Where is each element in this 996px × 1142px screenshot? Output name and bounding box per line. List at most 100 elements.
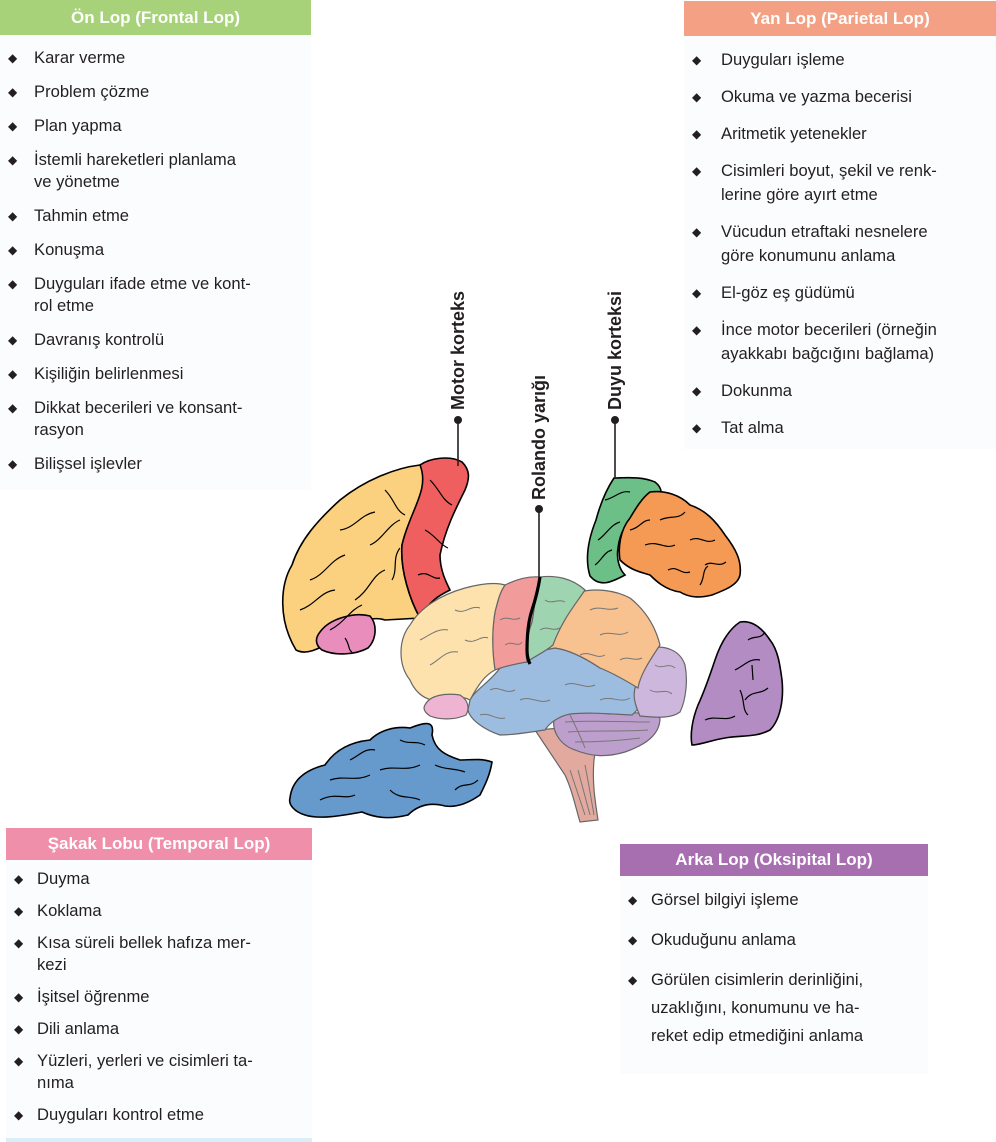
diamond-bullet-icon: ◆: [8, 119, 18, 133]
diamond-bullet-icon: ◆: [692, 384, 702, 398]
list-item-text: lerine göre ayırt etme: [721, 185, 878, 204]
list-item-text: Bilişsel işlevler: [34, 454, 142, 473]
diamond-bullet-icon: ◆: [8, 243, 18, 257]
list-item-text: İstemli hareketleri planlama: [34, 150, 236, 169]
list-item-text: Konuşma: [34, 240, 105, 259]
diamond-bullet-icon: ◆: [14, 904, 24, 918]
list-item-text: Tat alma: [721, 418, 784, 437]
occipital-lobe-box: Arka Lop (Oksipital Lop) ◆ Görsel bilgiyi…: [620, 844, 928, 1074]
list-item-text: nıma: [37, 1073, 74, 1092]
list-item-text: ve yönetme: [34, 172, 120, 191]
list-item: ◆ Duyguları ifade etme ve kont-rol etme: [0, 273, 311, 317]
diamond-bullet-icon: ◆: [8, 333, 18, 347]
list-item: ◆ İşitsel öğrenme: [6, 986, 312, 1008]
detached-occipital-lobe: [690, 620, 784, 746]
list-item-text: Karar verme: [34, 48, 126, 67]
temporal-lobe-box: Şakak Lobu (Temporal Lop) ◆Duyma◆Koklama…: [6, 828, 312, 1142]
diamond-bullet-icon: ◆: [692, 421, 702, 435]
list-item-text: Problem çözme: [34, 82, 150, 101]
diamond-bullet-icon: ◆: [8, 209, 18, 223]
brain-inferior-frontal-region: [423, 693, 469, 720]
list-item: ◆ Koklama: [6, 900, 312, 922]
list-item: ◆Problem çözme: [0, 81, 311, 103]
diamond-bullet-icon: ◆: [8, 153, 18, 167]
diamond-bullet-icon: ◆: [692, 286, 702, 300]
diamond-bullet-icon: ◆: [692, 53, 702, 67]
list-item-text: kezi: [37, 955, 67, 974]
diamond-bullet-icon: ◆: [692, 323, 702, 337]
central-sulcus-dot: [534, 504, 543, 513]
list-item: ◆ Okuduğunu anlama: [620, 926, 928, 954]
sensory-cortex-dot: [610, 415, 619, 424]
list-item-text: Davranış kontrolü: [34, 330, 165, 349]
diamond-bullet-icon: ◆: [8, 457, 18, 471]
central-sulcus-label: Rolando yarığı: [529, 374, 549, 500]
list-item-text: Dikkat becerileri ve konsant-: [34, 398, 243, 417]
list-item-text: reket edip etmediğini anlama: [651, 1026, 864, 1045]
list-item: ◆ Tahmin etme: [0, 205, 311, 227]
list-item: ◆Dokunma: [684, 379, 996, 403]
label-leader-lines: [453, 415, 619, 577]
diamond-bullet-icon: ◆: [14, 872, 24, 886]
diamond-bullet-icon: ◆: [628, 933, 638, 947]
list-item-text: Plan yapma: [34, 116, 122, 135]
temporal-lobe-list: ◆Duyma◆Koklama◆Kısa süreli bellek hafıza…: [6, 860, 312, 1126]
list-item-text: Görülen cisimlerin derinliğini,: [651, 970, 864, 989]
occipital-lobe-list: ◆Görsel bilgiyi işleme◆Okuduğunu anlama◆…: [620, 876, 928, 1050]
diamond-bullet-icon: ◆: [14, 990, 24, 1004]
list-item: ◆ Kişiliğin belirlenmesi: [0, 363, 311, 385]
diamond-bullet-icon: ◆: [8, 401, 18, 415]
parietal-lobe-box: Yan Lop (Parietal Lop) ◆ Duyguları işleme…: [684, 1, 996, 449]
list-item-text: Duyguları işleme: [721, 50, 845, 69]
motor-cortex-label: Motor korteks: [448, 290, 468, 410]
list-item: ◆ El-göz eş güdümü: [684, 281, 996, 305]
list-item-text: Vücudun etraftaki nesnelere: [721, 222, 928, 241]
list-item: ◆ Tat alma: [684, 416, 996, 440]
list-item-text: El-göz eş güdümü: [721, 283, 855, 302]
list-item-text: uzaklığını, konumunu ve ha-: [651, 998, 860, 1017]
list-item-text: Okuduğunu anlama: [651, 930, 796, 949]
list-item: ◆Duyguları kontrol etme: [6, 1104, 312, 1126]
sensory-cortex-label: Duyu korteksi: [605, 290, 625, 410]
detached-frontal-lobe: [281, 457, 470, 655]
list-item-text: Görsel bilgiyi işleme: [651, 890, 799, 909]
list-item-text: Duyguları kontrol etme: [37, 1105, 204, 1124]
list-item: ◆ Okuma ve yazma becerisi: [684, 85, 996, 109]
whole-brain: [400, 575, 687, 823]
diamond-bullet-icon: ◆: [692, 90, 702, 104]
list-item: ◆ Duyguları işleme: [684, 48, 996, 72]
diamond-bullet-icon: ◆: [8, 277, 18, 291]
list-item-text: İşitsel öğrenme: [37, 987, 150, 1006]
frontal-inferior-region: [315, 614, 376, 655]
list-item: ◆ Davranış kontrolü: [0, 329, 311, 351]
list-item: ◆Duyma: [6, 868, 312, 890]
temporal-lobe-title: Şakak Lobu (Temporal Lop): [6, 828, 312, 860]
list-item-text: Yüzleri, yerleri ve cisimleri ta-: [37, 1051, 253, 1070]
parietal-lobe-title: Yan Lop (Parietal Lop): [684, 1, 996, 36]
list-item: ◆Yüzleri, yerleri ve cisimleri ta-nıma: [6, 1050, 312, 1094]
motor-cortex-dot: [453, 415, 462, 424]
list-item: ◆ Plan yapma: [0, 115, 311, 137]
occipital-lobe-title: Arka Lop (Oksipital Lop): [620, 844, 928, 876]
list-item-text: Kişiliğin belirlenmesi: [34, 364, 184, 383]
list-item-text: Duyguları ifade etme ve kont-: [34, 274, 251, 293]
list-item-text: Okuma ve yazma becerisi: [721, 87, 912, 106]
list-item: ◆ İstemli hareketleri planlama ve yönetme: [0, 149, 311, 193]
list-item: ◆Kısa süreli bellek hafıza mer-kezi: [6, 932, 312, 976]
list-item-text: Koklama: [37, 901, 102, 920]
list-item-text: Dili anlama: [37, 1019, 120, 1038]
list-item: ◆Cisimleri boyut, şekil ve renk-lerine g…: [684, 159, 996, 207]
list-item-text: Tahmin etme: [34, 206, 129, 225]
list-item-text: rasyon: [34, 420, 84, 439]
list-item-text: ayakkabı bağcığını bağlama): [721, 344, 935, 363]
list-item-text: göre konumunu anlama: [721, 246, 896, 265]
list-item-text: İnce motor becerileri (örneğin: [721, 320, 937, 339]
list-item-text: Aritmetik yetenekler: [721, 124, 867, 143]
temporal-lobe-region: [288, 722, 493, 819]
diamond-bullet-icon: ◆: [628, 893, 638, 907]
list-item: ◆ Görsel bilgiyi işleme: [620, 886, 928, 914]
list-item-text: rol etme: [34, 296, 94, 315]
diamond-bullet-icon: ◆: [8, 367, 18, 381]
diamond-bullet-icon: ◆: [628, 973, 638, 987]
